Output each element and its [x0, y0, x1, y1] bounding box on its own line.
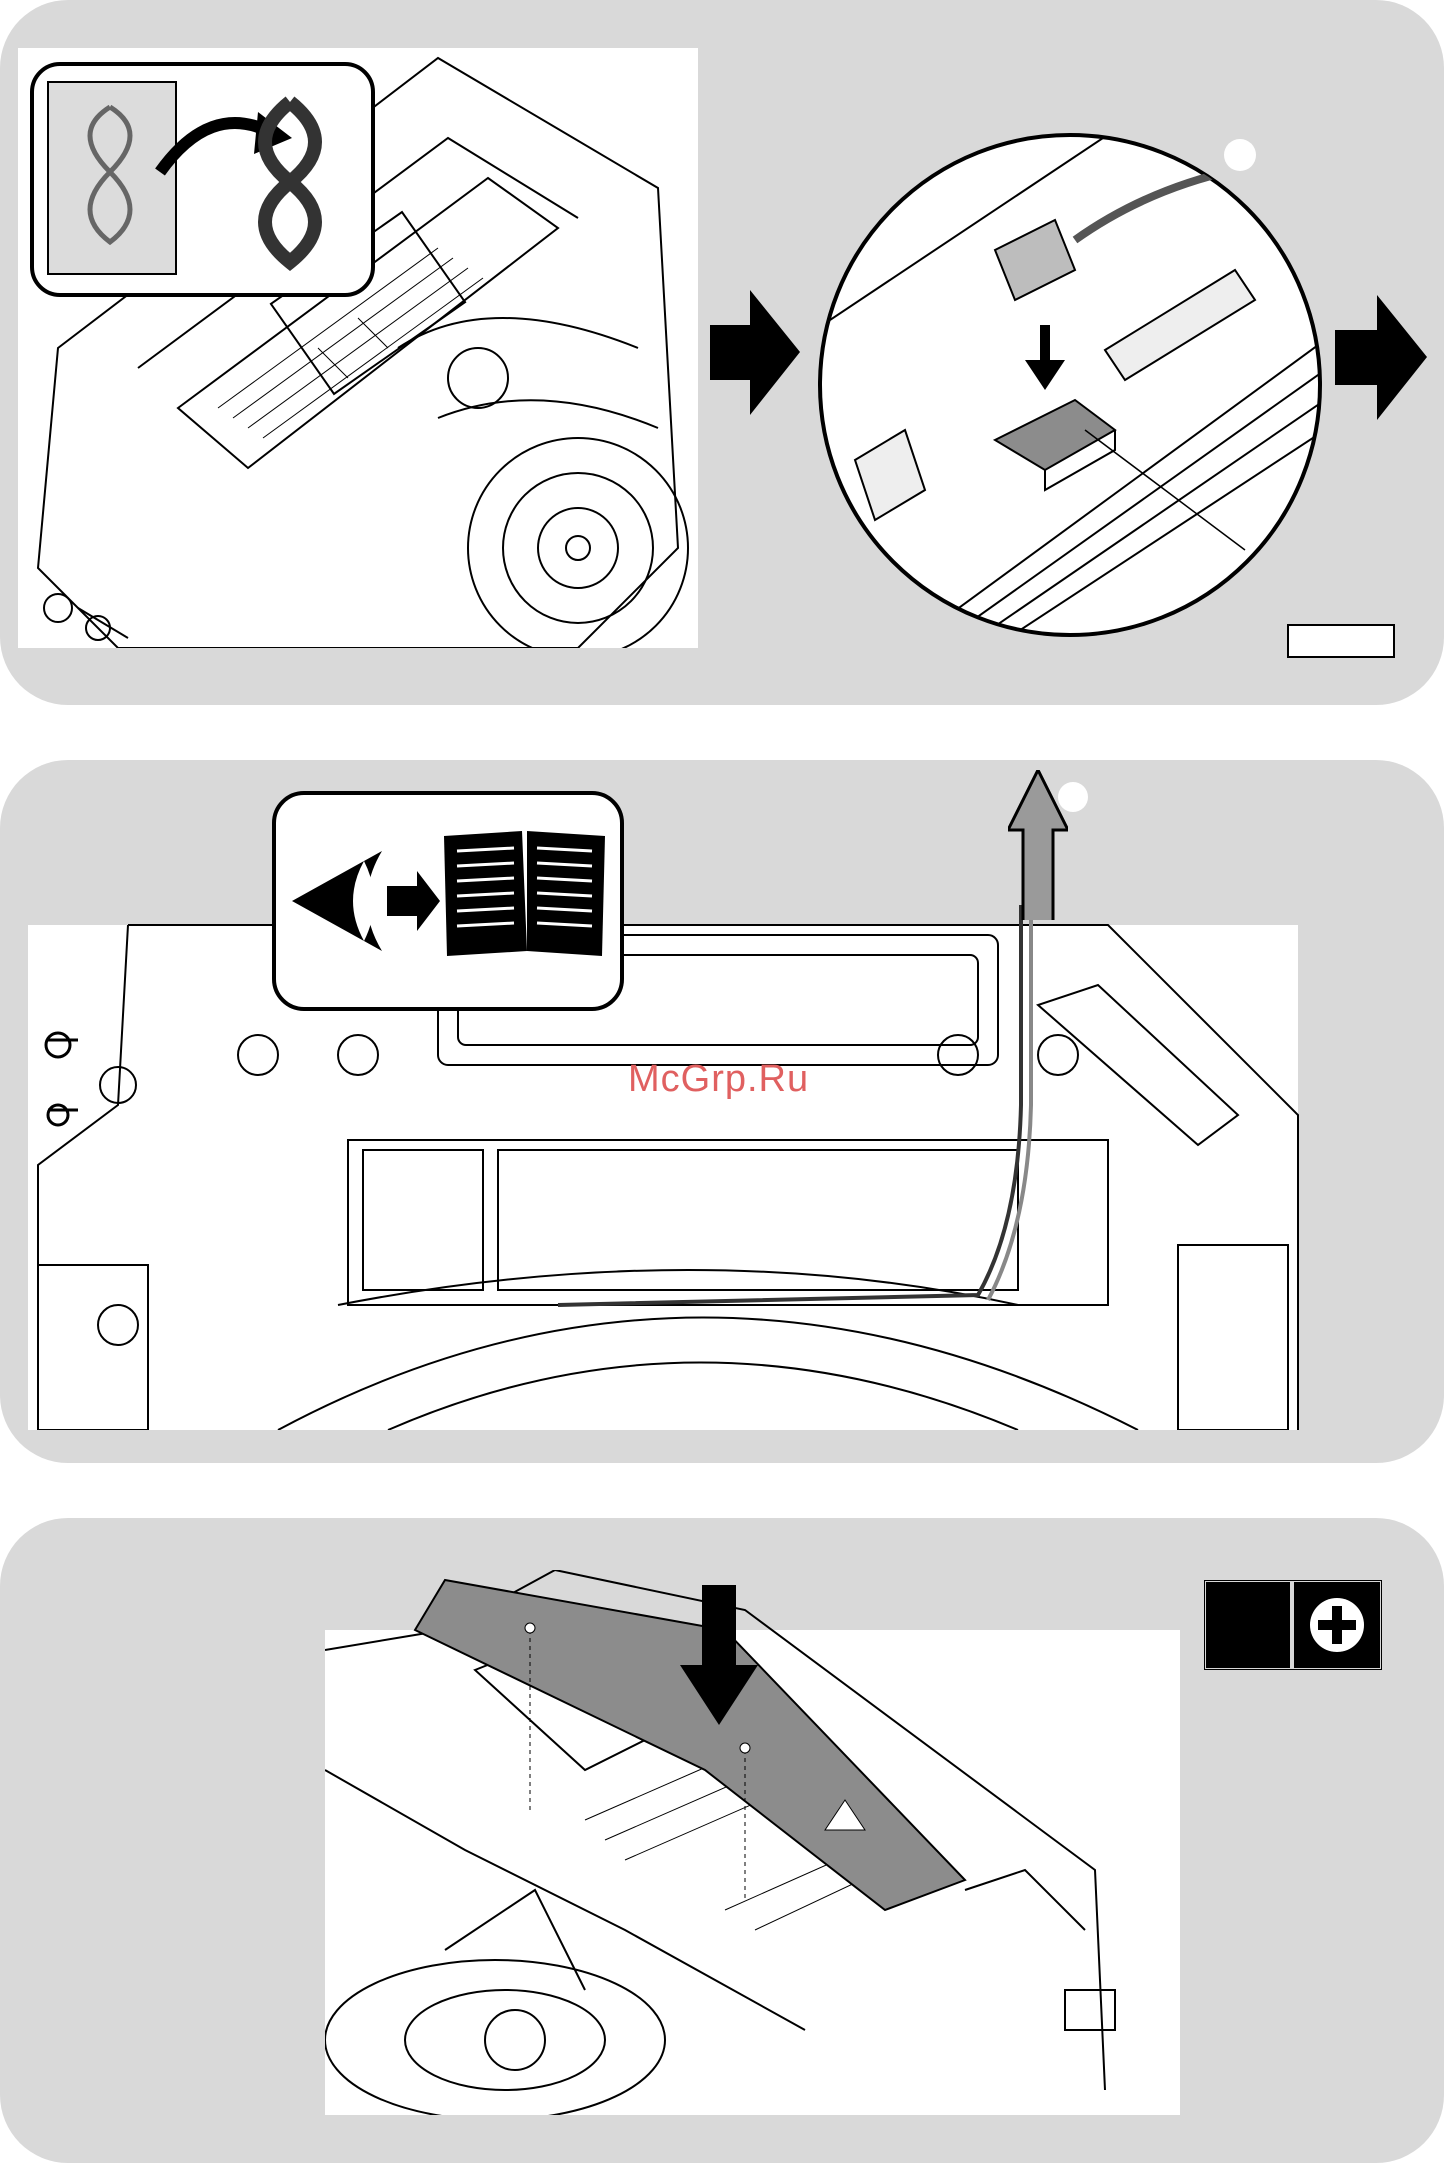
connector-detail-circle — [815, 130, 1325, 640]
marker-dot — [1058, 782, 1088, 812]
arrow-right-icon — [710, 290, 800, 415]
unit-drawing-front-view — [18, 905, 1308, 1430]
check-manual-inset — [272, 791, 624, 1011]
arrow-right-icon — [1335, 295, 1427, 420]
phillips-screwdriver-icon — [1204, 1580, 1382, 1670]
cable-coil-inset — [30, 62, 375, 297]
watermark-text: McGrp.Ru — [628, 1058, 809, 1101]
callout-label-box — [1287, 624, 1395, 658]
arrow-down-icon — [680, 1585, 758, 1725]
